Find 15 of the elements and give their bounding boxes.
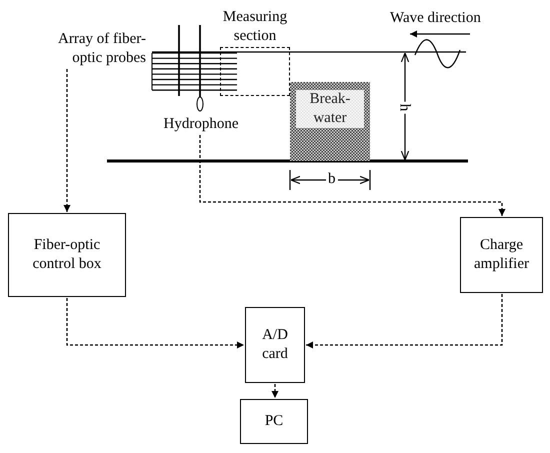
breakwater-block [290, 82, 370, 161]
process-box: PC [240, 399, 308, 444]
direction-label: Wave direction [390, 9, 481, 28]
arrow [66, 298, 244, 348]
arrow [64, 69, 70, 212]
arrow [199, 135, 506, 216]
process-box: A/D card [245, 307, 305, 383]
process-box: Charge amplifier [460, 217, 543, 293]
arrow [306, 294, 503, 348]
breakwater-label: Break- water [296, 90, 364, 128]
arrow [272, 384, 278, 398]
probe-array-label: Array of fiber-optic probes [38, 30, 146, 68]
hydrophone-label: Hydrophone [158, 114, 244, 134]
process-box: Fiber-optic control box [8, 213, 126, 297]
section-label: Measuring section [222, 8, 288, 46]
